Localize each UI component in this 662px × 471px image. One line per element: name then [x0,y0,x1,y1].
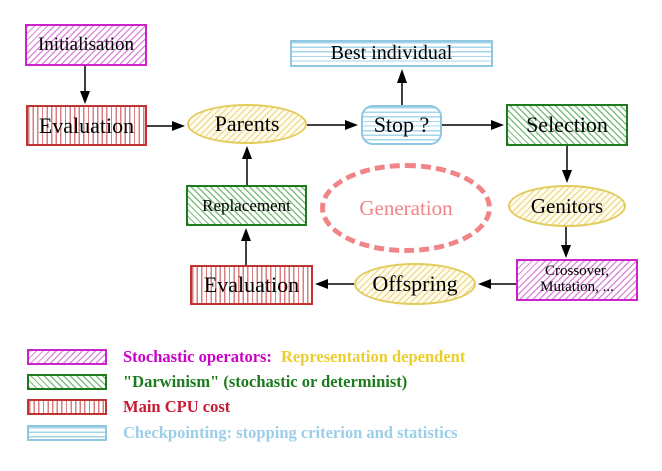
legend-label-stochastic: Stochastic operators: [123,347,272,366]
legend-label-representation-dependent: Representation dependent [280,347,466,366]
legend-swatch-darwinism [27,374,107,390]
legend-swatch-stochastic-operators [27,349,107,365]
legend-label-checkpointing: Checkpointing: stopping criterion and st… [123,423,458,442]
node-replacement: Replacement [186,185,307,226]
mutation-line: Mutation, ... [540,279,614,295]
node-genitors: Genitors [508,185,626,227]
arrow-evaluation-to-parents [147,121,185,131]
legend-row-darwinism: "Darwinism" (stochastic or determinist) [27,372,407,392]
arrow-genitors-to-crossover [561,227,571,258]
crossover-line: Crossover, [545,263,609,280]
legend-row-checkpointing: Checkpointing: stopping criterion and st… [27,423,458,443]
node-selection: Selection [506,104,628,146]
legend-swatch-cpu-cost [27,399,107,415]
node-offspring: Offspring [354,263,476,305]
arrow-stop-to-selection [442,120,504,130]
arrow-initialisation-to-evaluation [80,66,90,104]
legend-swatch-checkpointing [27,425,107,441]
node-crossover-mutation: Crossover, Mutation, ... [516,259,638,301]
legend-row-stochastic: Stochastic operators: Representation dep… [27,347,465,367]
node-parents: Parents [187,104,307,144]
node-evaluation-bottom: Evaluation [190,265,313,305]
node-initialisation: Initialisation [25,24,147,66]
legend-label-darwinism: "Darwinism" (stochastic or determinist) [123,372,408,391]
arrow-selection-to-genitors [562,146,572,183]
legend-row-cpu-cost: Main CPU cost [27,397,230,417]
arrow-offspring-to-evaluation [315,279,354,289]
arrow-parents-to-stop [307,120,358,130]
legend-label-cpu-cost: Main CPU cost [123,397,231,416]
arrow-replacement-to-parents [242,146,252,185]
node-stop: Stop ? [361,105,442,145]
generation-loop-ellipse: Generation [320,163,492,253]
arrow-stop-to-best-individual [397,69,407,105]
node-best-individual: Best individual [290,40,493,67]
arrow-evaluation-to-replacement [241,228,251,265]
arrow-crossover-to-offspring [478,279,516,289]
node-evaluation-top: Evaluation [26,105,147,146]
